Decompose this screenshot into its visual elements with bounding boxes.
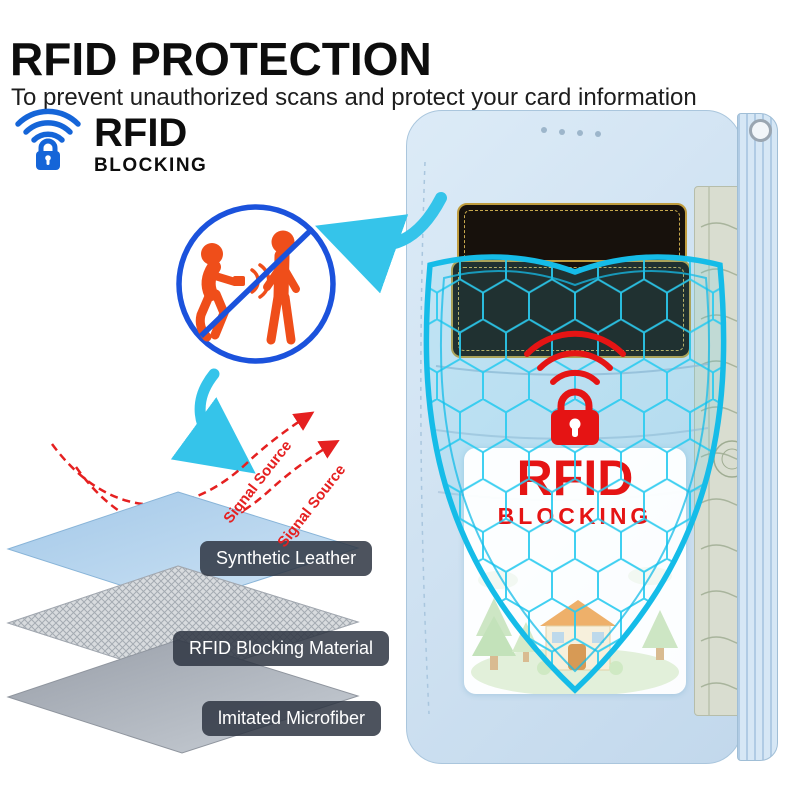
curved-arrow-left: [170, 368, 256, 474]
logo-text: RFID BLOCKING: [94, 113, 207, 177]
case-lining-scene: [471, 567, 679, 694]
lanyard-hole: [749, 119, 772, 142]
signal-source-label-2: Signal Source: [274, 461, 350, 551]
rfid-blocking-logo: RFID BLOCKING: [12, 106, 207, 183]
case-hole-dot: [577, 130, 583, 136]
case-hole-dot: [595, 131, 601, 137]
signal-source-label-1: Signal Source: [220, 437, 296, 527]
case-hole-dot: [559, 129, 565, 135]
wifi-lock-icon: [12, 106, 86, 183]
credit-card-front: [451, 260, 691, 358]
layer-label-rfid-blocking-material: RFID Blocking Material: [173, 631, 390, 666]
no-scan-icon: [176, 204, 336, 364]
layer-label-imitated-microfiber: lmitated Microfiber: [202, 701, 382, 736]
logo-title: RFID: [94, 110, 188, 155]
page-subtitle: To prevent unauthorized scans and protec…: [11, 84, 697, 111]
card-gold-frame: [458, 267, 684, 351]
shield-badge-title: RFID: [516, 450, 634, 506]
shield-badge-subtitle: BLOCKING: [497, 502, 653, 529]
shield-badge-card: RFID BLOCKING: [464, 448, 686, 694]
page-title: RFID PROTECTION: [10, 32, 432, 85]
logo-subtitle: BLOCKING: [94, 154, 208, 176]
case-spine-ribbed: [737, 113, 778, 761]
case-hole-dot: [541, 127, 547, 133]
